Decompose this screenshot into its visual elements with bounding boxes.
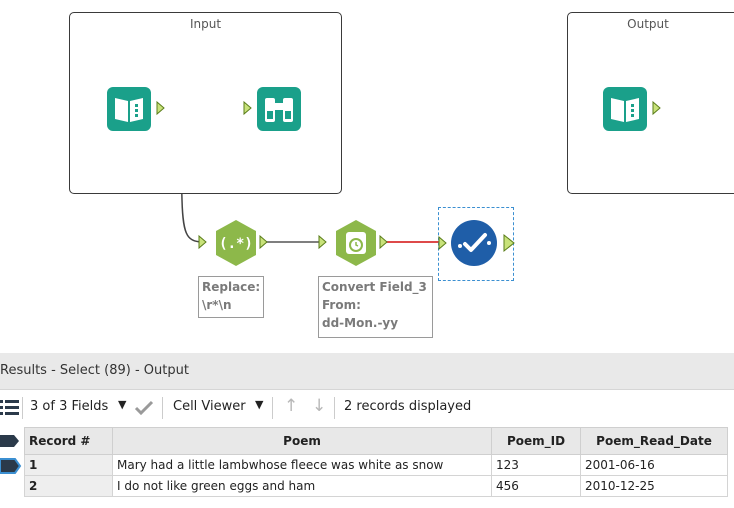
regex-annotation-line-1: Replace: <box>202 280 261 294</box>
cell-viewer-button[interactable]: Cell Viewer <box>173 399 246 414</box>
output-container-title: Output <box>627 17 669 31</box>
regex-annotation: Replace: \r*\n <box>198 276 264 318</box>
datetime-annotation-line-1: Convert Field_3 <box>322 280 427 294</box>
move-down-icon[interactable]: ↓ <box>312 396 327 416</box>
browse-tool[interactable] <box>243 86 307 137</box>
list-view-icon[interactable] <box>0 397 20 419</box>
table-view-icon[interactable] <box>0 434 20 448</box>
workflow-canvas[interactable]: Input Output <box>0 0 734 353</box>
results-title: Results - Select (89) - Output <box>0 363 189 378</box>
book-input-icon <box>107 87 165 131</box>
results-table: Record # Poem Poem_ID Poem_Read_Date 1 M… <box>24 427 728 497</box>
toolbar-separator <box>162 397 163 419</box>
cell-viewer-dropdown-icon[interactable]: ▼ <box>255 398 264 411</box>
column-header-poem[interactable]: Poem <box>112 427 492 455</box>
cell-record[interactable]: 2 <box>24 475 113 497</box>
input-data-tool[interactable] <box>106 86 168 137</box>
output-container[interactable]: Output <box>567 12 734 194</box>
cell-record[interactable]: 1 <box>24 454 113 476</box>
select-tool[interactable] <box>438 219 520 274</box>
datetime-annotation: Convert Field_3 From: dd-Mon.-yy <box>318 276 433 338</box>
select-check-icon <box>438 220 515 266</box>
cell-poem-id[interactable]: 456 <box>491 475 581 497</box>
datetime-annotation-line-2: From: <box>322 298 361 312</box>
results-side-gutter <box>0 426 22 508</box>
svg-text:(.*): (.*) <box>219 236 253 252</box>
datetime-annotation-line-3: dd-Mon.-yy <box>322 316 399 330</box>
records-count: 2 records displayed <box>344 399 472 414</box>
datetime-icon <box>318 220 388 266</box>
metadata-view-icon[interactable] <box>0 458 22 474</box>
fields-selector[interactable]: 3 of 3 Fields <box>30 399 109 414</box>
cell-poem-read-date[interactable]: 2001-06-16 <box>580 454 728 476</box>
column-header-record[interactable]: Record # <box>24 427 113 455</box>
cell-poem[interactable]: Mary had a little lambwhose fleece was w… <box>112 454 492 476</box>
binoculars-browse-icon <box>243 87 301 131</box>
toolbar-separator <box>22 397 23 419</box>
cell-poem-id[interactable]: 123 <box>491 454 581 476</box>
cell-poem[interactable]: I do not like green eggs and ham <box>112 475 492 497</box>
column-header-poem-id[interactable]: Poem_ID <box>491 427 581 455</box>
book-output-icon <box>603 87 661 131</box>
column-header-poem-read-date[interactable]: Poem_Read_Date <box>580 427 728 455</box>
fields-dropdown-icon[interactable]: ▼ <box>118 398 127 411</box>
output-data-tool[interactable] <box>602 86 664 137</box>
table-row[interactable]: 2 I do not like green eggs and ham 456 2… <box>24 475 728 497</box>
regex-icon: (.*) <box>198 220 268 266</box>
toolbar-separator <box>334 397 335 419</box>
regex-tool[interactable]: (.*) <box>198 218 270 273</box>
header-row: Record # Poem Poem_ID Poem_Read_Date <box>24 427 728 455</box>
cell-poem-read-date[interactable]: 2010-12-25 <box>580 475 728 497</box>
apply-check-icon[interactable] <box>134 400 154 416</box>
datetime-tool[interactable] <box>318 218 390 273</box>
input-container-title: Input <box>189 17 222 31</box>
results-title-bar: Results - Select (89) - Output <box>0 353 734 390</box>
table-row[interactable]: 1 Mary had a little lambwhose fleece was… <box>24 454 728 476</box>
regex-annotation-line-2: \r*\n <box>202 298 232 312</box>
results-toolbar: 3 of 3 Fields ▼ Cell Viewer ▼ ↑ ↓ 2 reco… <box>0 390 734 426</box>
toolbar-separator <box>272 397 273 419</box>
results-panel: Results - Select (89) - Output 3 of 3 Fi… <box>0 353 734 508</box>
move-up-icon[interactable]: ↑ <box>284 396 299 416</box>
